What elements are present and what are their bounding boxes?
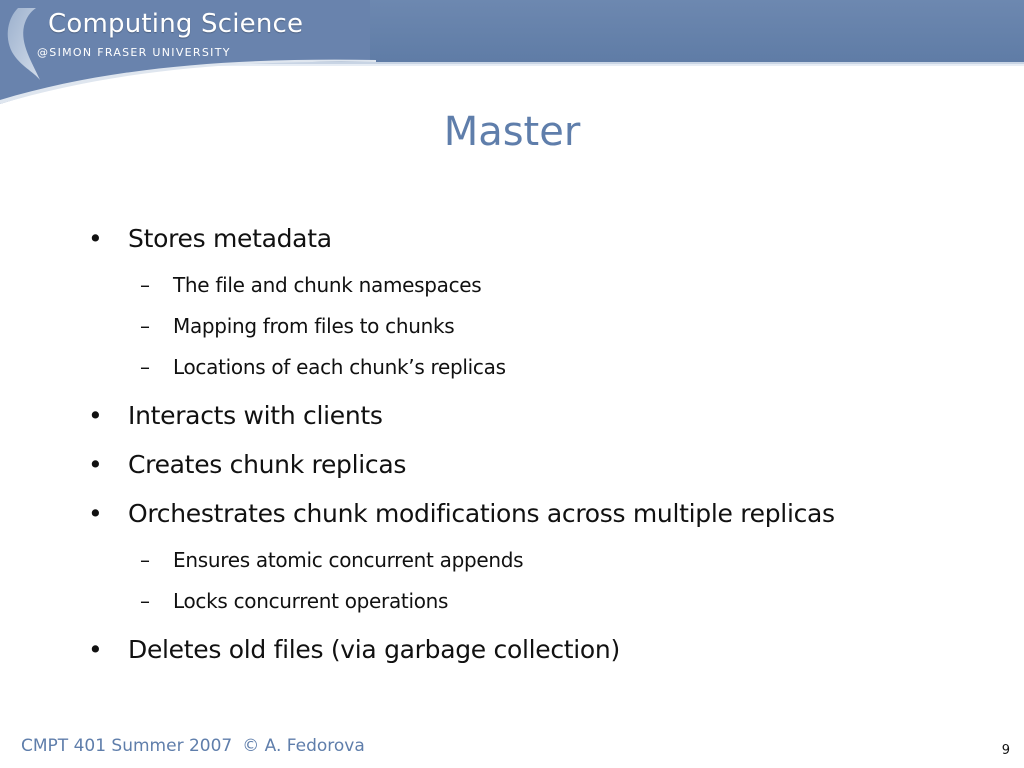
bullet-text: Deletes old files (via garbage collectio… <box>128 635 620 664</box>
sub-bullet-text: Locks concurrent operations <box>173 589 449 613</box>
sub-bullet-text: Ensures atomic concurrent appends <box>173 548 524 572</box>
sub-bullet-text: Locations of each chunk’s replicas <box>173 355 506 379</box>
bullet-item: • Stores metadata <box>88 222 988 256</box>
footer-course-info: CMPT 401 Summer 2007 © A. Fedorova <box>21 736 365 756</box>
sub-bullet-item: – Mapping from files to chunks <box>88 312 988 340</box>
university-logo: Computing Science @SIMON FRASER UNIVERSI… <box>0 0 380 104</box>
sub-bullet-item: – Ensures atomic concurrent appends <box>88 546 988 574</box>
sub-bullet-item: – The file and chunk namespaces <box>88 271 988 299</box>
sub-bullet-text: The file and chunk namespaces <box>173 273 482 297</box>
footer-copyright: © A. Fedorova <box>242 736 365 756</box>
brand-title: Computing Science <box>48 9 304 39</box>
sub-bullet-text: Mapping from files to chunks <box>173 314 455 338</box>
sub-bullet-marker: – <box>140 589 150 613</box>
bullet-marker: • <box>88 401 103 430</box>
bullet-marker: • <box>88 635 103 664</box>
bullet-item: • Orchestrates chunk modifications acros… <box>88 497 988 531</box>
sub-bullet-marker: – <box>140 273 150 297</box>
bullet-marker: • <box>88 499 103 528</box>
sub-bullet-marker: – <box>140 314 150 338</box>
sub-bullet-item: – Locks concurrent operations <box>88 587 988 615</box>
bullet-text: Stores metadata <box>128 224 332 253</box>
bullet-list: • Stores metadata – The file and chunk n… <box>88 222 988 682</box>
bullet-text: Interacts with clients <box>128 401 383 430</box>
footer-course: CMPT 401 Summer 2007 <box>21 736 233 756</box>
sub-bullet-item: – Locations of each chunk’s replicas <box>88 353 988 381</box>
sub-bullet-marker: – <box>140 355 150 379</box>
bullet-marker: • <box>88 224 103 253</box>
page-number: 9 <box>1001 743 1010 758</box>
brand-subtitle: @SIMON FRASER UNIVERSITY <box>37 46 231 59</box>
sub-bullet-marker: – <box>140 548 150 572</box>
bullet-marker: • <box>88 450 103 479</box>
bullet-item: • Deletes old files (via garbage collect… <box>88 633 988 667</box>
bullet-text: Orchestrates chunk modifications across … <box>128 499 835 528</box>
bullet-item: • Interacts with clients <box>88 399 988 433</box>
logo-swoosh-icon <box>0 0 376 104</box>
slide-title: Master <box>443 109 581 155</box>
bullet-text: Creates chunk replicas <box>128 450 407 479</box>
bullet-item: • Creates chunk replicas <box>88 448 988 482</box>
